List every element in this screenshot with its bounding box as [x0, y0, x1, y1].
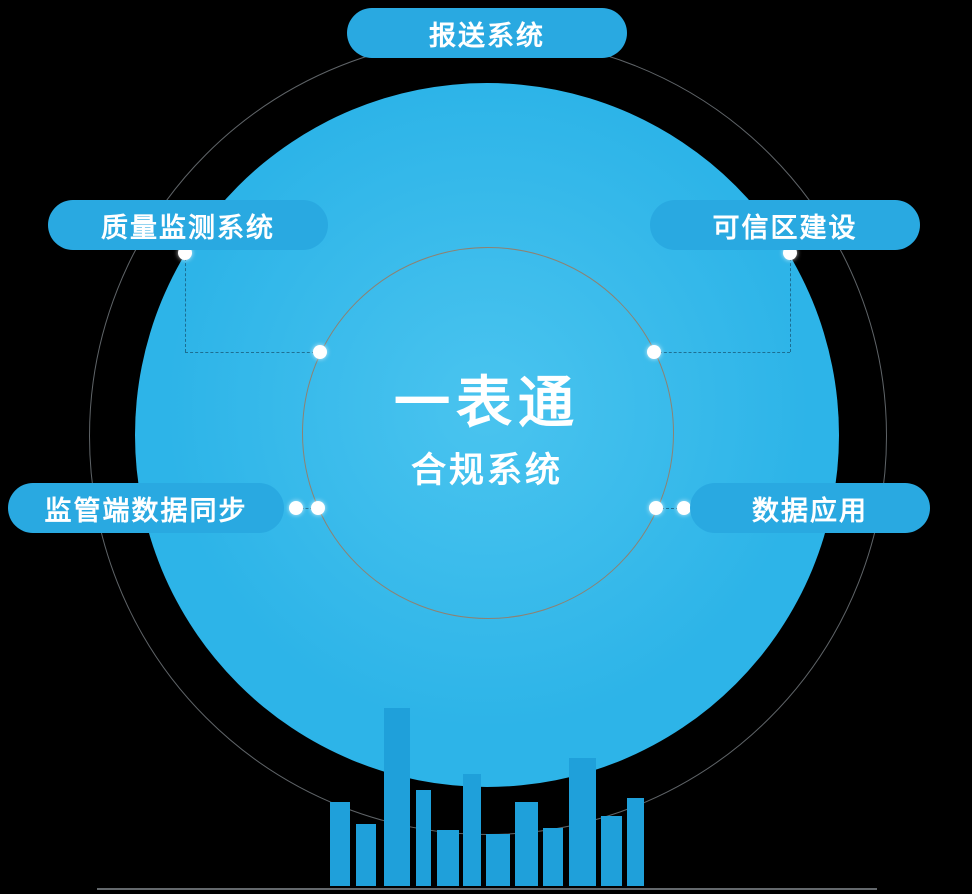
connector-line-upper-right-vertical — [790, 253, 791, 352]
connector-dot-inner-left — [311, 501, 325, 515]
connector-dot-inner-right — [649, 501, 663, 515]
bar — [356, 824, 376, 886]
inner-circle-outline — [302, 247, 674, 619]
bar — [330, 802, 350, 886]
bar — [384, 708, 410, 886]
bottom-baseline — [97, 888, 877, 890]
bar — [486, 834, 510, 886]
connector-line-upper-left-horizontal — [185, 352, 320, 353]
connector-dot-left-pill — [289, 501, 303, 515]
node-label: 质量监测系统 — [101, 212, 275, 243]
connector-dot-right-pill — [677, 501, 691, 515]
connector-dot-inner-upper-left — [313, 345, 327, 359]
node-label: 数据应用 — [752, 495, 868, 526]
center-label-group: 一表通 合规系统 — [302, 372, 672, 493]
node-label: 报送系统 — [429, 20, 545, 51]
bar — [437, 830, 459, 886]
connector-line-right — [656, 508, 684, 509]
node-pill-trusted-zone: 可信区建设 — [650, 200, 920, 250]
node-pill-reporting-system: 报送系统 — [347, 8, 627, 58]
bar — [416, 790, 431, 886]
connector-dot-inner-upper-right — [647, 345, 661, 359]
node-pill-regulator-data-sync: 监管端数据同步 — [8, 483, 284, 533]
connector-line-upper-left-vertical — [185, 253, 186, 352]
center-subtitle: 合规系统 — [410, 450, 563, 490]
node-label: 监管端数据同步 — [44, 495, 248, 526]
bar — [601, 816, 622, 886]
connector-line-upper-right-horizontal — [654, 352, 790, 353]
bar — [543, 828, 563, 886]
center-title: 一表通 — [394, 371, 580, 434]
node-label: 可信区建设 — [712, 212, 858, 243]
bar — [627, 798, 644, 886]
bar — [515, 802, 538, 886]
node-pill-quality-monitoring: 质量监测系统 — [48, 200, 328, 250]
bar — [463, 774, 481, 886]
bar — [569, 758, 596, 886]
connector-line-left — [296, 508, 318, 509]
node-pill-data-application: 数据应用 — [690, 483, 930, 533]
